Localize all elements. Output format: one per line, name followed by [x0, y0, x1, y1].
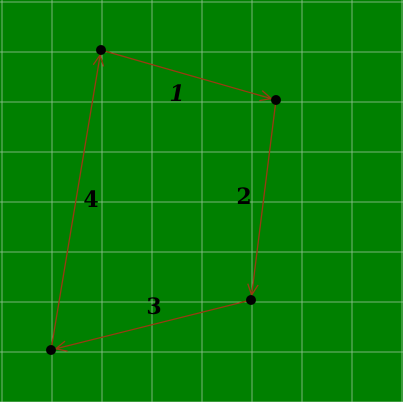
vertex-point: [96, 45, 106, 55]
edge-label-2: 2: [236, 184, 251, 210]
edges: [50, 49, 277, 352]
edge-3: [55, 299, 252, 350]
arrowhead-2: [247, 283, 259, 297]
edge-4: [50, 54, 101, 351]
edge-1: [100, 49, 272, 100]
vertex-point: [46, 345, 56, 355]
edge-label-4: 4: [83, 187, 98, 213]
edge-label-3: 3: [146, 294, 161, 320]
vertices: [46, 45, 281, 355]
vertex-point: [246, 295, 256, 305]
edge-2: [250, 99, 277, 296]
edge-labels: 1 2 3 4: [83, 81, 251, 320]
vertex-point: [271, 95, 281, 105]
edge-label-1: 1: [169, 81, 184, 107]
